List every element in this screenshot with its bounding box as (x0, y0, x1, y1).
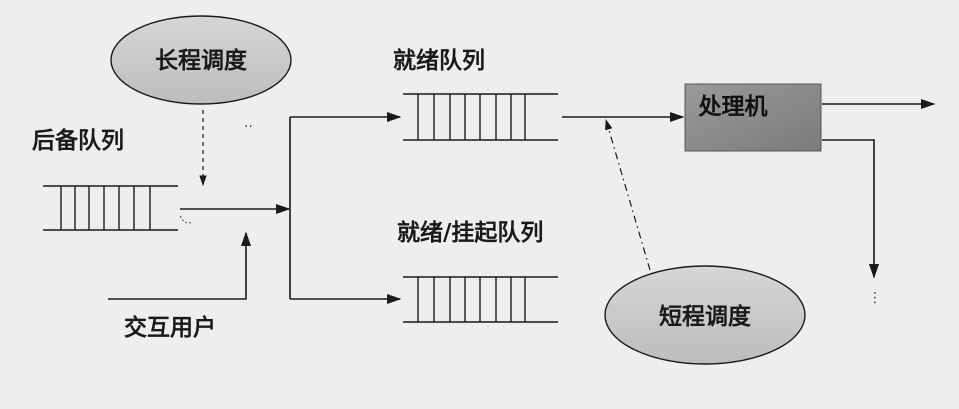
short-term-scheduler-node: 短程调度 (604, 265, 806, 365)
backup-queue-label: 后备队列 (32, 127, 124, 154)
processor-label: 处理机 (698, 94, 768, 120)
short-term-dashed-arrow (605, 118, 651, 271)
continuation-dots: ⋮ (868, 290, 882, 306)
interactive-user-arrow (108, 231, 252, 300)
dots-mark: ·· (244, 119, 253, 135)
ready-suspend-queue-label: 就绪/挂起队列 (397, 219, 543, 246)
ready-queue-label: 就绪队列 (393, 47, 485, 74)
short-term-ellipse (604, 265, 806, 365)
ready-queue (403, 93, 558, 141)
processor-node: 处理机 (684, 83, 822, 152)
long-term-label: 长程调度 (155, 47, 248, 74)
long-term-scheduler-node: 长程调度 (110, 15, 292, 105)
processor-down-arrow (822, 139, 880, 279)
short-term-label: 短程调度 (659, 303, 752, 330)
ready-suspend-queue (403, 276, 558, 323)
long-term-ellipse (110, 15, 292, 105)
interactive-user-label: 交互用户 (124, 314, 216, 341)
backup-queue (43, 185, 178, 231)
processor-box (684, 83, 822, 152)
